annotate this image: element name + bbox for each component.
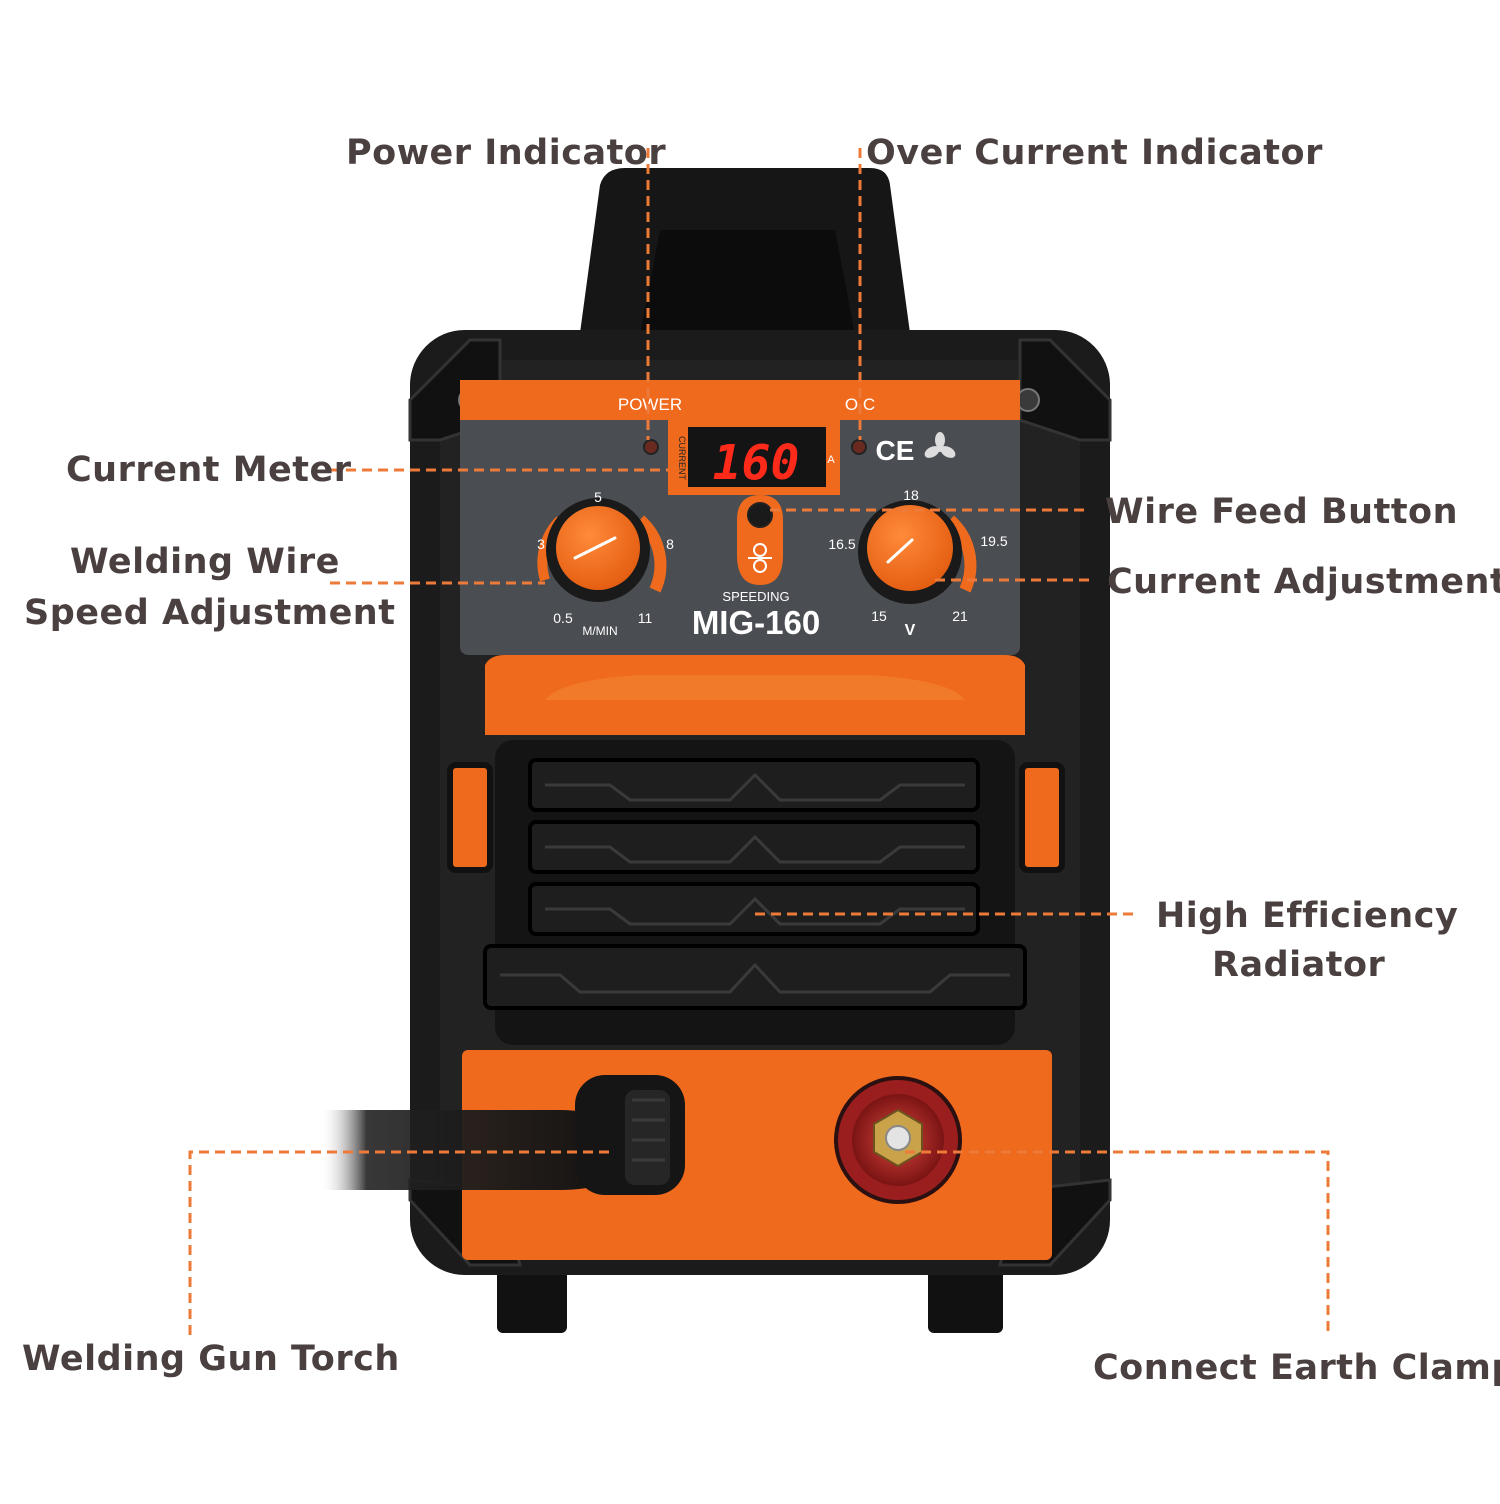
connect-earth-clamp-label: Connect Earth Clamp bbox=[1093, 1348, 1500, 1388]
torch-connector[interactable] bbox=[575, 1075, 685, 1195]
current-knob[interactable] bbox=[867, 505, 953, 591]
welding-torch-cable bbox=[320, 1110, 630, 1190]
left-side-grip bbox=[447, 762, 493, 873]
left-tick-min: 0.5 bbox=[553, 610, 573, 626]
right-tick-min: 15 bbox=[871, 608, 887, 624]
right-tick-top: 18 bbox=[903, 487, 919, 503]
left-tick-max: 11 bbox=[638, 610, 653, 626]
right-side-grip bbox=[1019, 762, 1065, 873]
meter-unit: A bbox=[827, 454, 835, 466]
power-indicator-label: Power Indicator bbox=[346, 133, 667, 173]
high-efficiency-radiator-label-line1: High Efficiency bbox=[1156, 896, 1459, 936]
welding-gun-torch-label: Welding Gun Torch bbox=[22, 1339, 400, 1379]
right-tick-left: 16.5 bbox=[828, 536, 855, 552]
left-foot bbox=[497, 1265, 567, 1333]
right-knob-unit: V bbox=[905, 622, 916, 639]
right-tick-max: 21 bbox=[952, 608, 968, 624]
right-tick-right: 19.5 bbox=[980, 533, 1007, 549]
welding-wire-speed-label-line2: Speed Adjustment bbox=[24, 593, 396, 633]
leader-lines bbox=[188, 148, 1330, 1335]
over-current-indicator-label: Over Current Indicator bbox=[866, 133, 1323, 173]
fan-icon bbox=[924, 432, 956, 458]
wire-feed-button-label: Wire Feed Button bbox=[1105, 492, 1459, 532]
current-adjustment-label: Current Adjustment bbox=[1107, 562, 1500, 602]
meter-side-label: CURRENT bbox=[677, 436, 687, 481]
left-knob-unit: M/MIN bbox=[582, 624, 617, 638]
left-tick-left: 3 bbox=[537, 536, 545, 552]
model-name: MIG-160 bbox=[692, 604, 820, 641]
current-meter-label: Current Meter bbox=[66, 450, 352, 490]
power-label: POWER bbox=[618, 395, 682, 414]
right-foot bbox=[928, 1265, 1003, 1333]
meter-value: 160 bbox=[713, 435, 800, 491]
welding-wire-speed-label-line1: Welding Wire bbox=[70, 542, 340, 582]
left-tick-right: 8 bbox=[666, 536, 674, 552]
left-tick-top: 5 bbox=[594, 489, 602, 505]
high-efficiency-radiator-label-line2: Radiator bbox=[1212, 945, 1386, 985]
over-current-led bbox=[851, 439, 867, 455]
power-indicator-led bbox=[643, 439, 659, 455]
ce-mark: CE bbox=[876, 435, 915, 466]
speeding-label: SPEEDING bbox=[722, 589, 789, 604]
